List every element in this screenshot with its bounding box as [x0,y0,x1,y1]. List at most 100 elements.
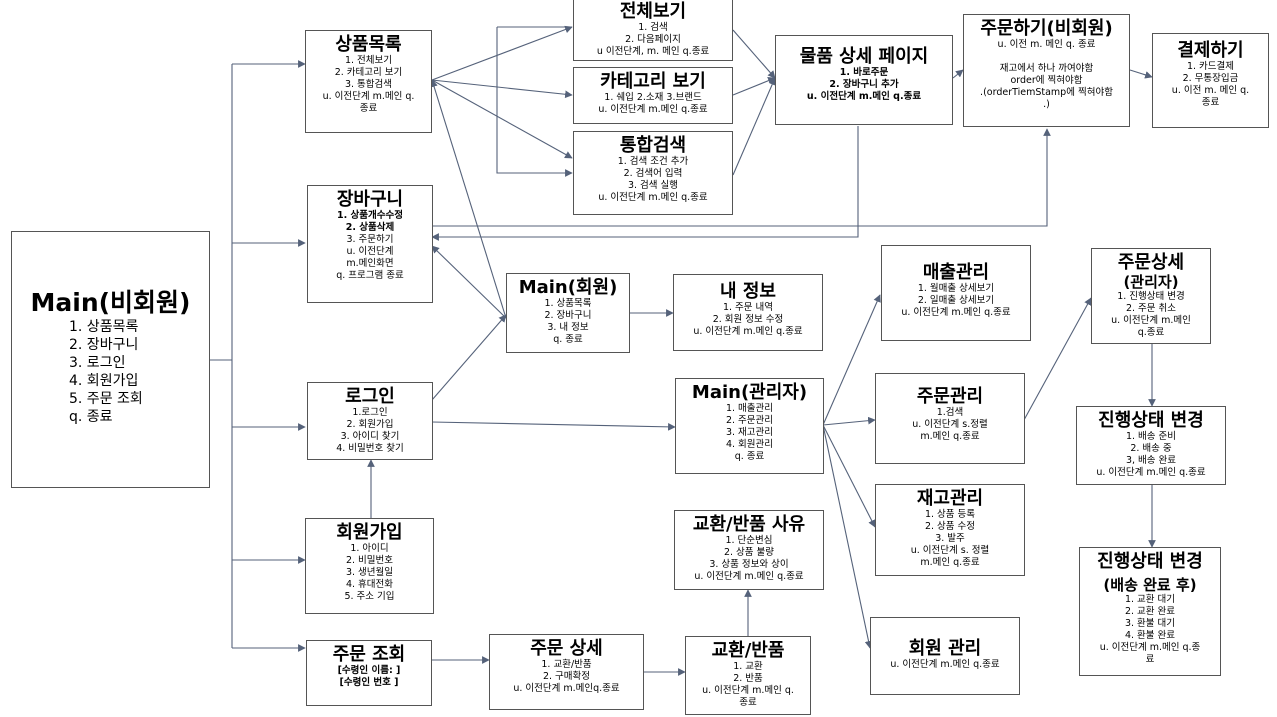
node-line: 1. 쉐입 2.소재 3.브랜드 [604,92,702,103]
node-line: m.메인화면 [346,258,394,269]
stock-node: 재고관리 1. 상품 등록 2. 상품 수정 3. 발주 u. 이전단계 s. … [875,484,1025,576]
node-line: 종료 [359,103,378,114]
node-title: 결제하기 [1177,40,1244,61]
node-line: order에 찍혀야함 [1010,75,1083,86]
node-line: 1. 아이디 [350,543,389,554]
node-line: u. 이전단계 m.메인 q. [702,685,794,696]
node-line: 2. 상품삭제 [345,222,395,233]
node-line: 2. 주문 취소 [1125,303,1177,314]
node-line: 1. 바로주문 [839,67,889,78]
node-line: u. 이전단계 m.메인 [1111,315,1191,326]
sales-node: 매출관리 1. 월매출 상세보기 2. 일매출 상세보기 u. 이전단계 m.메… [881,245,1031,341]
node-line: 1. 단순변심 [725,535,773,546]
node-line: 1.로그인 [352,407,388,418]
main-member-node: Main(회원) 1. 상품목록 2. 장바구니 3. 내 정보 q. 종료 [506,273,630,353]
node-line: 1. 매출관리 [725,403,774,414]
node-line: u. 이전단계 m.메인 q.종료 [1096,467,1206,478]
node-line: 1. 월매출 상세보기 [917,283,995,294]
edge-order-to-payment [1129,69,1153,79]
node-title: 로그인 [345,386,395,407]
node-line: 2. 다음페이지 [625,34,681,45]
node-line: 4. 환불 완료 [1124,630,1176,641]
node-line: 1.검색 [936,407,964,418]
node-line: 2. 교환 완료 [1124,606,1176,617]
node-title: Main(회원) [518,277,618,298]
edge-product-list-to-view-all [431,25,573,81]
order-lookup-node: 주문 조회 [수령인 이름: ] [수령인 번호 ] [306,640,432,706]
node-title: 주문 조회 [332,644,406,665]
node-line: 2. 검색어 입력 [623,168,683,179]
node-line: u. 이전단계 [346,246,394,257]
node-line: u. 이전단계 s.정렬 [912,419,988,430]
node-line: q. 종료 [734,451,765,462]
node-title: 교환/반품 [711,640,785,661]
category-node: 카테고리 보기 1. 쉐입 2.소재 3.브랜드 u. 이전단계 m.메인 q.… [573,67,733,124]
order-guest-node: 주문하기(비회원) u. 이전 m. 메인 q. 종료 재고에서 하나 까여야함… [963,14,1130,127]
node-line: 5. 주문 조회 [69,391,143,407]
node-line: u. 이전 m. 메인 q. 종료 [997,39,1096,50]
payment-node: 결제하기 1. 카드결제 2. 무통장입금 u. 이전 m. 메인 q. 종료 [1152,33,1269,128]
node-line: 2. 상품 불량 [723,547,775,558]
node-line: 종료 [1201,97,1220,108]
edge-product-list-to-search [431,79,573,159]
node-title: 전체보기 [619,1,687,22]
node-line: 1. 상품목록 [69,319,139,335]
node-line: [수령인 이름: ] [337,665,401,676]
node-line: 2. 비밀번호 [345,555,394,566]
node-line: 2. 구매확정 [542,671,591,682]
node-title: 진행상태 변경 [1098,410,1204,431]
node-line: [수령인 번호 ] [339,677,399,688]
node-line: u. 이전단계 m.메인q.종료 [513,683,620,694]
node-line: 1. 상품 등록 [924,509,976,520]
edge-category-to-detail [732,77,776,96]
node-line: u 이전단계, m. 메인 q.종료 [596,46,710,57]
node-line: 3. 생년월일 [345,567,394,578]
node-line: 1. 배송 준비 [1125,431,1177,442]
edge-product-list-to-category [431,79,573,99]
node-line [964,51,1129,63]
node-line: 2. 배송 중 [1130,443,1172,454]
node-line: 3. 주문하기 [346,234,394,245]
node-line: u. 이전단계 m.메인 q.종료 [598,104,708,115]
node-line: 1. 카드결제 [1186,61,1235,72]
node-title: Main(관리자) [691,382,808,403]
node-line: 1. 진행상태 변경 [1117,291,1185,302]
node-line: 4. 휴대전화 [345,579,394,590]
exchange-node: 교환/반품 1. 교환 2. 반품 u. 이전단계 m.메인 q. 종료 [685,636,811,715]
node-line: 2. 회원가입 [346,419,394,430]
node-line: m.메인 q.종료 [920,557,980,568]
node-line: m.메인 q.종료 [920,431,980,442]
node-title: 상품목록 [335,34,402,55]
edge-admin-to-sales [822,294,881,426]
edge-search-to-detail [732,77,776,176]
product-list-node: 상품목록 1. 전체보기 2. 카테고리 보기 3. 통합검색 u. 이전단계 … [305,30,432,133]
node-line: 1. 전체보기 [344,55,393,66]
member-mgmt-node: 회원 관리 u. 이전단계 m.메인 q.종료 [870,617,1020,695]
node-title: 주문하기(비회원) [980,18,1113,39]
node-subtitle: (배송 완료 후) [1103,576,1197,594]
main-admin-node: Main(관리자) 1. 매출관리 2. 주문관리 3. 재고관리 4. 회원관… [675,378,824,474]
edge-order-mgmt-to-order-detail-admin [1023,297,1092,421]
edge-detail-to-order-guest [952,69,964,79]
node-line: 4. 회원관리 [725,439,774,450]
cart-node: 장바구니 1. 상품개수수정 2. 상품삭제 3. 주문하기 u. 이전단계 m… [307,185,433,303]
node-title: 회원가입 [336,522,403,543]
node-line: 3. 내 정보 [547,322,589,333]
node-line: 1. 교환/반품 [541,659,592,670]
node-line: 2. 무통장입금 [1182,73,1239,84]
node-line: u. 이전단계 m.메인 q.종료 [693,326,803,337]
edge-admin-to-stock [822,424,876,528]
node-line: 2. 반품 [733,673,763,684]
my-info-node: 내 정보 1. 주문 내역 2. 회원 정보 수정 u. 이전단계 m.메인 q… [673,274,823,351]
node-line: 1. 검색 [638,22,668,33]
node-line: q. 종료 [69,409,113,425]
node-line: 종료 [739,697,757,708]
edge-detail-to-cart [431,126,859,241]
node-line: 3. 발주 [935,533,965,544]
login-node: 로그인 1.로그인 2. 회원가입 3. 아이디 찾기 4. 비밀번호 찾기 [307,382,433,460]
node-title: 재고관리 [916,488,984,509]
node-line: u. 이전단계 m.메인 q.종료 [890,659,1000,670]
node-title: 주문 상세 [530,638,603,659]
edge-cart-to-order [432,128,1051,227]
